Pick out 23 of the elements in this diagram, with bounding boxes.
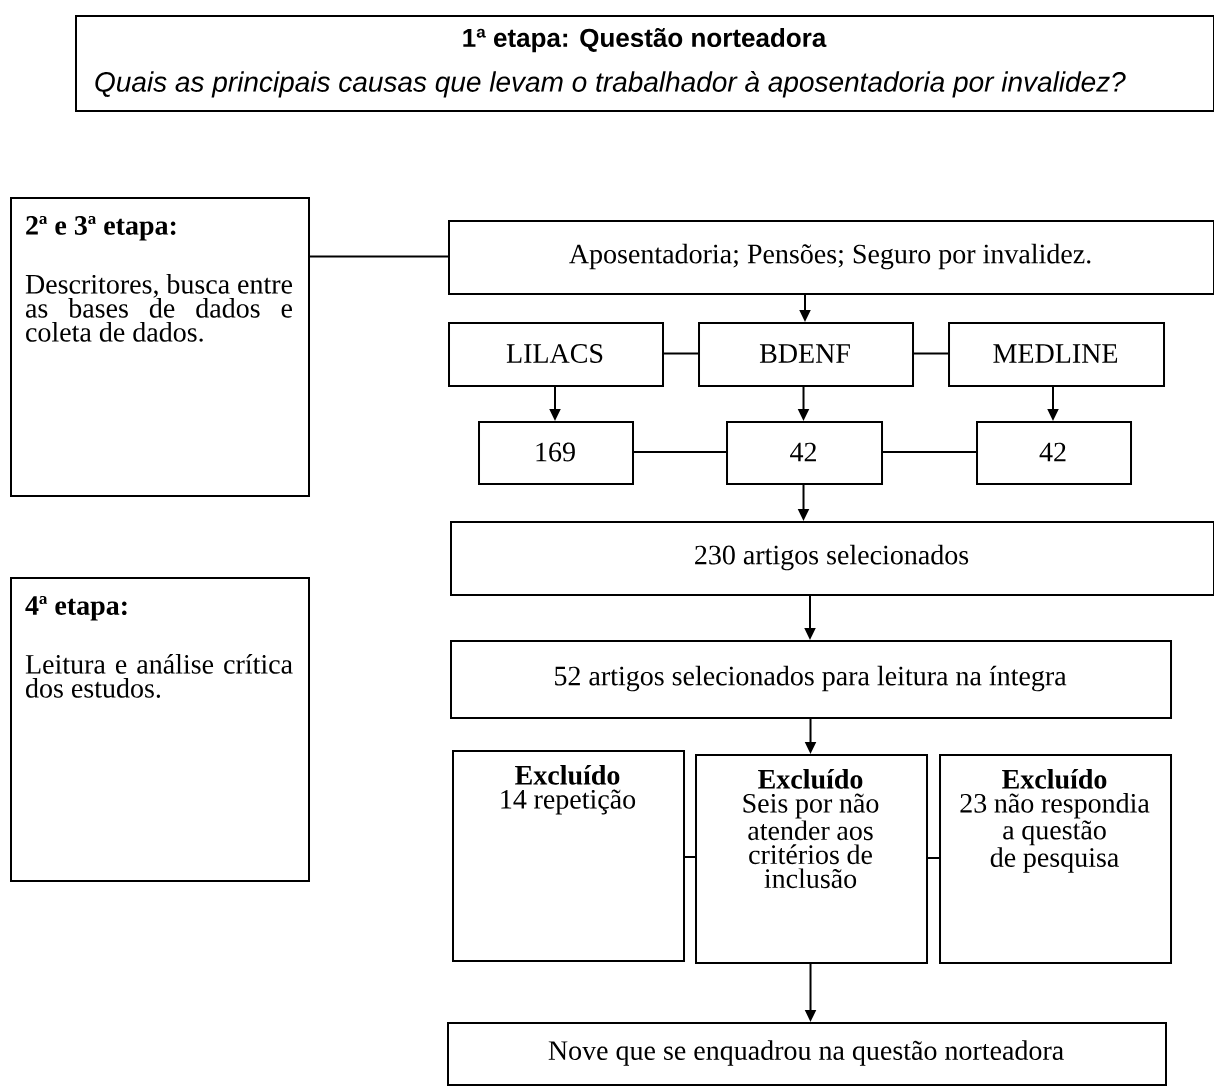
- connector-line: [633, 451, 727, 453]
- connector-line: [882, 451, 977, 453]
- process-box: MEDLINE: [948, 322, 1165, 387]
- process-box: 169: [478, 421, 634, 485]
- process-box: Excluído 14 repetição: [452, 750, 685, 962]
- connector-line: [309, 255, 449, 258]
- process-box: Excluído 23 não respondia a questão de pesquisa: [939, 754, 1172, 964]
- process-box: LILACS: [448, 322, 664, 387]
- process-box: 2ª e 3ª etapa: Descritores, busca entre as bases de dados e coleta de dados.: [10, 197, 310, 497]
- connector-line: [927, 857, 940, 859]
- process-box: 42: [726, 421, 883, 485]
- process-box: Excluído Seis por não atender aos critérios de inclusão: [695, 754, 928, 964]
- connector-line: [663, 352, 699, 355]
- process-box: 42: [976, 421, 1132, 485]
- process-box: Nove que se enquadrou na questão norteadora: [447, 1022, 1167, 1086]
- connector-line: [913, 352, 949, 355]
- process-box: 230 artigos selecionados: [450, 521, 1214, 596]
- process-box: BDENF: [698, 322, 914, 387]
- process-box: 1ª etapa: Questão norteadora Quais as principais causas que levam o trabalhador à aposentadoria por invalidez?: [75, 15, 1214, 112]
- process-box: Aposentadoria; Pensões; Seguro por invalidez.: [448, 220, 1214, 295]
- process-box: 4ª etapa: Leitura e análise crítica dos estudos.: [10, 577, 310, 882]
- connector-line: [684, 856, 696, 858]
- process-box: 52 artigos selecionados para leitura na íntegra: [450, 640, 1172, 719]
